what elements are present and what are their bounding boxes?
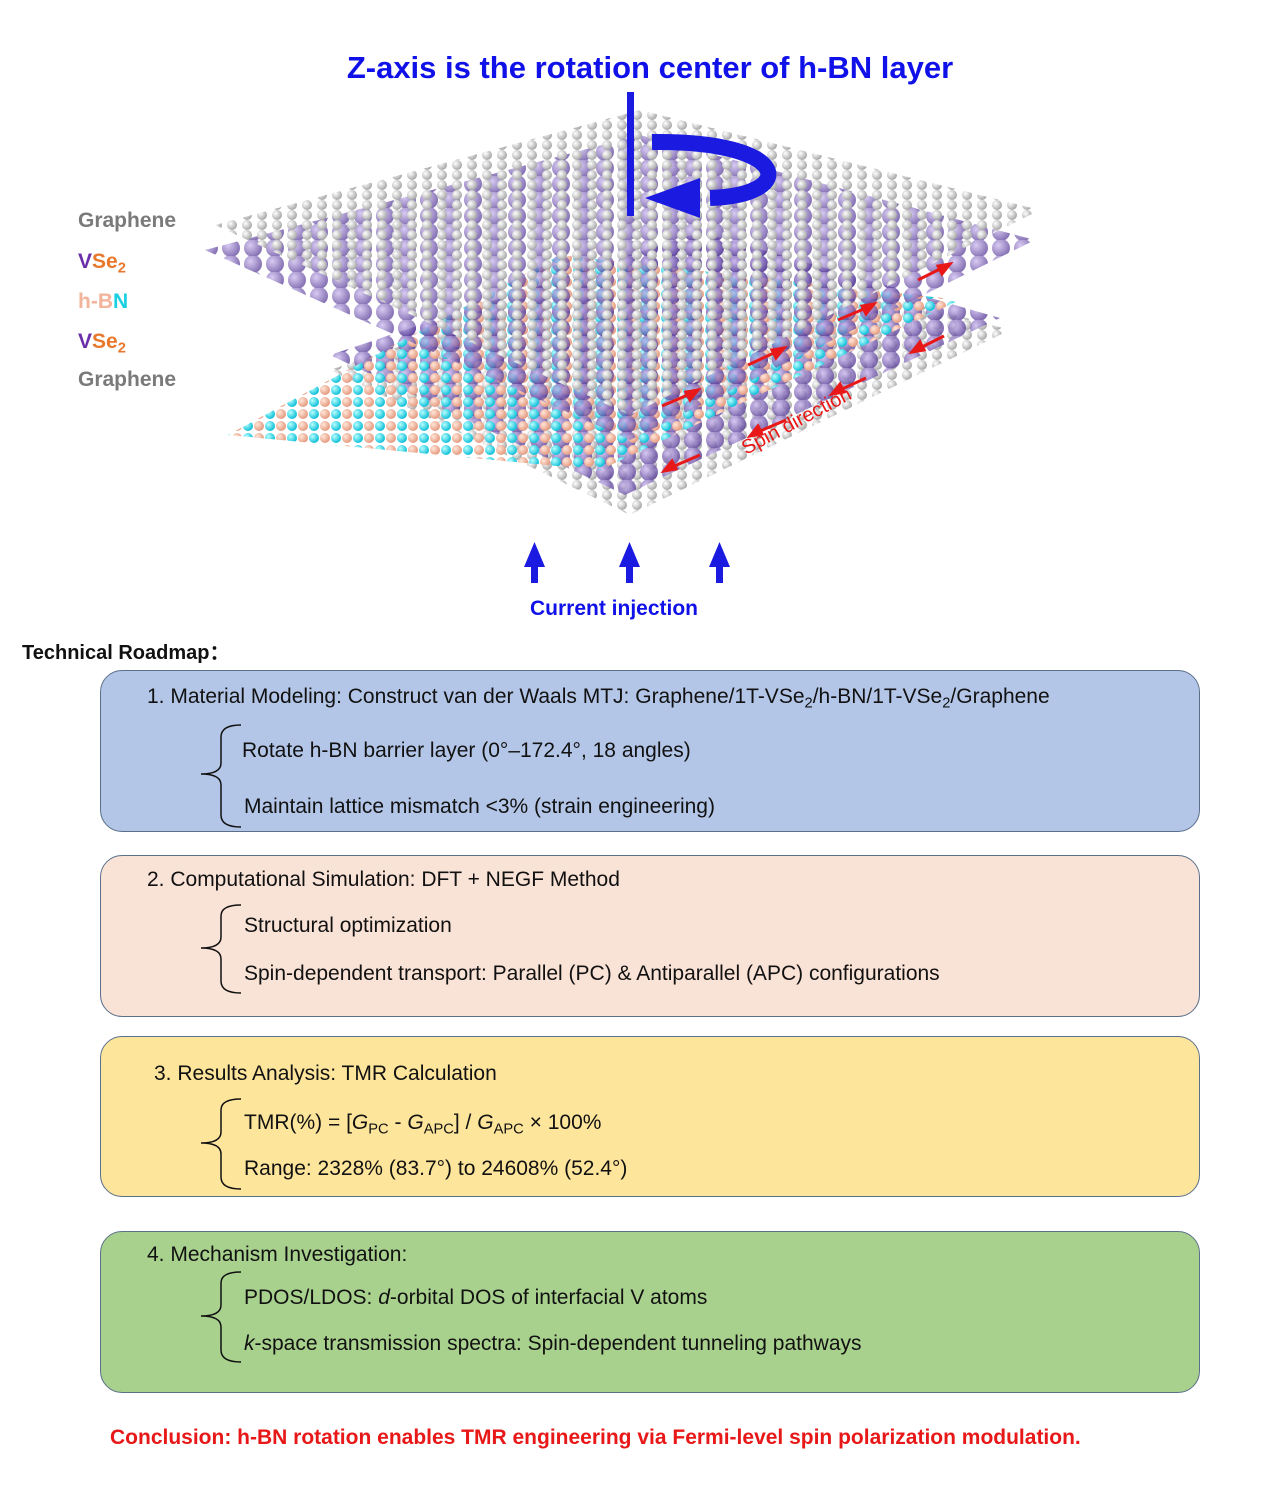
step2-item: Spin-dependent transport: Parallel (PC) … — [244, 962, 940, 985]
heterostructure-illustration — [205, 92, 1040, 583]
top-graphene-layer — [215, 110, 1040, 415]
step4-item: PDOS/LDOS: d-orbital DOS of interfacial … — [244, 1286, 708, 1309]
step1-item: Maintain lattice mismatch <3% (strain en… — [244, 795, 715, 818]
spin-arrow-pc — [917, 261, 954, 282]
step4-heading: 4. Mechanism Investigation: — [147, 1243, 408, 1266]
label-graphene-bottom: Graphene — [78, 368, 177, 391]
roadmap-title: Technical Roadmap： — [22, 642, 230, 664]
spin-arrow-apc — [828, 376, 867, 397]
spin-arrows — [660, 261, 954, 474]
step1-box: 1. Material Modeling: Construct van der … — [100, 670, 1200, 832]
up-arrow-icon — [709, 542, 730, 583]
spin-arrow-pc — [837, 301, 878, 322]
step2-heading: 2. Computational Simulation: DFT + NEGF … — [147, 868, 620, 891]
step2-item: Structural optimization — [244, 914, 452, 937]
label-vse2-bottom: VSe2 — [78, 330, 126, 357]
brace-icon — [200, 1271, 242, 1363]
conclusion-text: Conclusion: h-BN rotation enables TMR en… — [110, 1426, 1081, 1449]
brace-icon — [200, 724, 242, 828]
current-arrows — [524, 542, 730, 583]
rotation-arrow-icon — [645, 133, 777, 218]
tmr-formula: TMR(%) = [GPC - GAPC] / GAPC × 100% — [244, 1111, 602, 1138]
spin-arrow-apc — [908, 334, 945, 355]
step3-box: 3. Results Analysis: TMR Calculation TMR… — [100, 1036, 1200, 1197]
up-arrow-icon — [619, 542, 640, 583]
label-graphene-top: Graphene — [78, 209, 177, 232]
label-hbn: h-BN — [78, 290, 129, 313]
label-vse2-top: VSe2 — [78, 250, 126, 277]
current-injection-label: Current injection — [530, 597, 699, 620]
figure-title: Z-axis is the rotation center of h-BN la… — [346, 50, 954, 85]
spin-arrow-pc — [661, 387, 702, 408]
step1-item: Rotate h-BN barrier layer (0°–172.4°, 18… — [242, 739, 691, 762]
spin-arrow-apc — [660, 453, 701, 474]
up-arrow-icon — [524, 542, 545, 583]
brace-icon — [200, 904, 242, 994]
step3-heading: 3. Results Analysis: TMR Calculation — [154, 1062, 497, 1085]
step1-heading: 1. Material Modeling: Construct van der … — [147, 685, 1050, 712]
step4-box: 4. Mechanism Investigation: PDOS/LDOS: d… — [100, 1231, 1200, 1393]
spin-arrow-pc — [747, 345, 788, 367]
step4-item: k-space transmission spectra: Spin-depen… — [244, 1332, 862, 1355]
step2-box: 2. Computational Simulation: DFT + NEGF … — [100, 855, 1200, 1017]
spin-arrow-apc — [746, 418, 787, 439]
brace-icon — [200, 1098, 242, 1190]
z-axis-line — [627, 92, 634, 216]
tmr-range: Range: 2328% (83.7°) to 24608% (52.4°) — [244, 1157, 628, 1180]
